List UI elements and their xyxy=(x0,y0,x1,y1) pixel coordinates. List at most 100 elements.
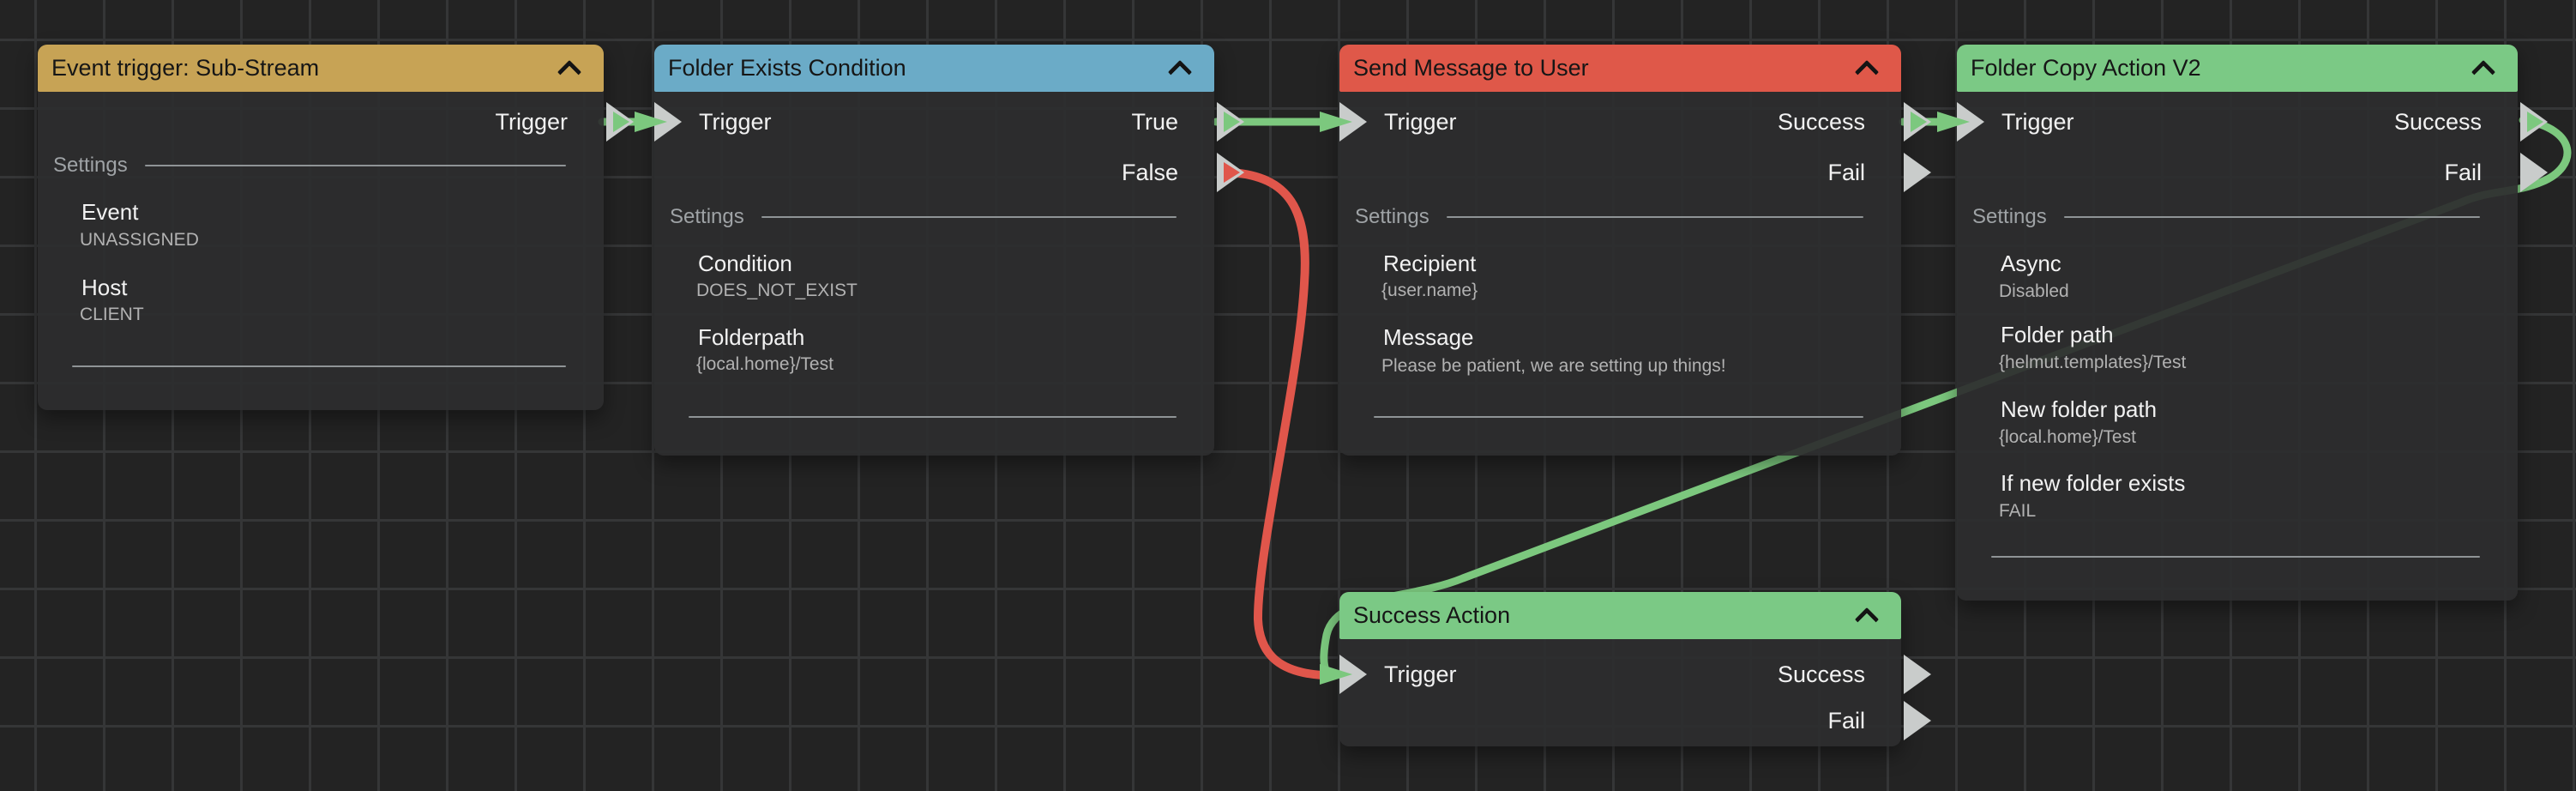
setting-name: Folderpath xyxy=(698,324,805,350)
port-label-trigger-in: Trigger xyxy=(699,109,772,135)
collapse-chevron-icon[interactable] xyxy=(1854,607,1880,632)
settings-divider xyxy=(2063,216,2480,218)
setting-name: Async xyxy=(2001,251,2061,276)
settings-divider xyxy=(761,216,1177,218)
collapse-chevron-icon[interactable] xyxy=(1167,59,1193,85)
wire-arrowhead-icon xyxy=(635,112,667,132)
port-label-success-out: Success xyxy=(1777,661,1865,687)
port-arrow-icon xyxy=(1904,655,1931,694)
input-port-trigger[interactable] xyxy=(1319,102,1369,146)
wire-arrowhead-icon xyxy=(1320,112,1352,132)
connection-false-to-success-action[interactable] xyxy=(1227,168,1327,679)
node-title: Send Message to User xyxy=(1353,55,1589,81)
setting-name: Event xyxy=(81,199,139,225)
port-label-fail-out: Fail xyxy=(2444,160,2482,185)
setting-value[interactable]: {user.name} xyxy=(1381,281,1478,300)
settings-divider xyxy=(144,165,566,166)
input-port-trigger[interactable] xyxy=(634,102,683,146)
port-label-false-out: False xyxy=(1121,160,1178,185)
node-folder-exists-condition[interactable]: Folder Exists Condition Trigger True Fal… xyxy=(635,45,1244,456)
settings-divider xyxy=(1446,216,1863,218)
output-port-trigger[interactable] xyxy=(606,102,635,146)
port-label-trigger-in: Trigger xyxy=(1384,109,1457,135)
setting-value[interactable]: FAIL xyxy=(1999,501,2037,521)
port-arrow-icon xyxy=(1904,701,1931,740)
port-arrow-icon xyxy=(1957,102,1984,142)
setting-value[interactable]: {helmut.templates}/Test xyxy=(1999,353,2187,372)
port-arrow-connected-icon xyxy=(613,112,629,132)
settings-section: Settings xyxy=(1972,203,2480,231)
settings-section-label: Settings xyxy=(1355,205,1429,228)
node-header[interactable]: Success Action xyxy=(1339,592,1901,639)
setting-value[interactable]: DOES_NOT_EXIST xyxy=(696,281,858,300)
setting-value[interactable]: UNASSIGNED xyxy=(80,230,199,250)
port-arrow-connected-icon xyxy=(2527,112,2543,132)
port-label-fail-out: Fail xyxy=(1827,160,1865,185)
input-port-trigger[interactable] xyxy=(1319,655,1369,698)
port-label-true-out: True xyxy=(1131,109,1178,135)
wire-arrowhead-icon xyxy=(1320,664,1352,685)
output-port-fail[interactable] xyxy=(2520,153,2549,196)
port-label-trigger-in: Trigger xyxy=(1384,661,1457,687)
body-divider xyxy=(1374,416,1863,418)
wire-arrowhead-icon xyxy=(1937,112,1970,132)
node-send-message-to-user[interactable]: Send Message to User Trigger Success Fai… xyxy=(1320,45,1931,456)
port-arrow-icon xyxy=(654,102,682,142)
output-port-success[interactable] xyxy=(1904,655,1933,698)
body-divider xyxy=(1991,556,2480,558)
setting-name: Condition xyxy=(698,251,792,276)
body-divider xyxy=(72,365,566,367)
port-label-trigger-out: Trigger xyxy=(495,109,568,135)
node-success-action[interactable]: Success Action Trigger Success Fail xyxy=(1320,592,1931,746)
port-label-trigger-in: Trigger xyxy=(2001,109,2074,135)
settings-section-label: Settings xyxy=(53,154,128,177)
node-header[interactable]: Event trigger: Sub-Stream xyxy=(38,45,604,92)
port-arrow-icon xyxy=(2520,153,2548,192)
output-port-false[interactable] xyxy=(1217,153,1246,196)
setting-name: Message xyxy=(1383,324,1474,350)
setting-value[interactable]: {local.home}/Test xyxy=(696,354,834,374)
output-port-true[interactable] xyxy=(1217,102,1246,146)
output-port-fail[interactable] xyxy=(1904,701,1933,745)
port-label-fail-out: Fail xyxy=(1827,708,1865,734)
node-title: Folder Copy Action V2 xyxy=(1971,55,2201,81)
setting-value[interactable]: CLIENT xyxy=(80,305,144,324)
output-port-fail[interactable] xyxy=(1904,153,1933,196)
node-title: Success Action xyxy=(1353,602,1511,628)
body-divider xyxy=(689,416,1177,418)
collapse-chevron-icon[interactable] xyxy=(1854,59,1880,85)
node-header[interactable]: Folder Exists Condition xyxy=(654,45,1214,92)
port-label-success-out: Success xyxy=(1777,109,1865,135)
port-arrow-connected-icon xyxy=(1224,112,1240,132)
node-header[interactable]: Send Message to User xyxy=(1339,45,1901,92)
setting-value[interactable]: {local.home}/Test xyxy=(1999,427,2136,447)
setting-value[interactable]: Disabled xyxy=(1999,281,2069,301)
port-label-success-out: Success xyxy=(2393,109,2482,135)
settings-section-label: Settings xyxy=(670,205,744,228)
node-title: Folder Exists Condition xyxy=(668,55,906,81)
setting-value[interactable]: Please be patient, we are setting up thi… xyxy=(1381,356,1726,376)
node-title: Event trigger: Sub-Stream xyxy=(51,55,320,81)
node-folder-copy-action-v2[interactable]: Folder Copy Action V2 Trigger Success Fa… xyxy=(1937,45,2548,601)
port-arrow-connected-icon xyxy=(1224,162,1240,183)
collapse-chevron-icon[interactable] xyxy=(2471,59,2496,85)
output-port-success[interactable] xyxy=(2520,102,2549,146)
node-event-trigger[interactable]: Event trigger: Sub-Stream Trigger Settin… xyxy=(38,45,634,410)
node-header[interactable]: Folder Copy Action V2 xyxy=(1957,45,2518,92)
input-port-trigger[interactable] xyxy=(1936,102,1986,146)
setting-name: Recipient xyxy=(1383,251,1477,276)
settings-section: Settings xyxy=(670,203,1177,231)
port-arrow-connected-icon xyxy=(1911,112,1927,132)
setting-name: Host xyxy=(81,275,128,300)
port-arrow-icon xyxy=(1339,102,1367,142)
setting-name: Folder path xyxy=(2001,322,2114,347)
settings-section: Settings xyxy=(53,152,566,179)
output-port-success[interactable] xyxy=(1904,102,1933,146)
settings-section-label: Settings xyxy=(1972,205,2047,228)
port-arrow-icon xyxy=(1339,655,1367,694)
collapse-chevron-icon[interactable] xyxy=(557,59,582,85)
port-arrow-icon xyxy=(1904,153,1931,192)
setting-name: If new folder exists xyxy=(2001,470,2186,496)
setting-name: New folder path xyxy=(2001,396,2158,422)
